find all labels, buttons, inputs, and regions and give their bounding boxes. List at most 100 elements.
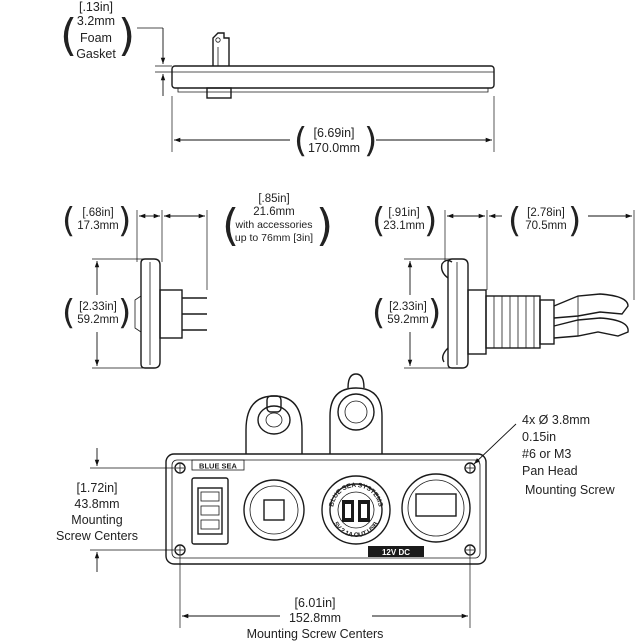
width-label-mm: 170.0mm xyxy=(308,141,360,155)
rocker-switch-bezel xyxy=(191,477,229,545)
left-depth-open-paren: ( xyxy=(62,201,75,241)
vertical-centers-line3: Mounting xyxy=(71,513,122,527)
horizontal-centers-label: Mounting Screw Centers xyxy=(247,627,384,641)
gasket-label-line1: [.13in] xyxy=(79,0,113,14)
accessory-note1: with accessories xyxy=(234,219,312,231)
gasket-label-line4: Gasket xyxy=(76,47,116,61)
left-depth-close-paren: ) xyxy=(118,201,131,241)
right-height-close-paren: ) xyxy=(428,293,441,333)
voltmeter-display xyxy=(415,493,457,517)
rocker-switch-segment-1 xyxy=(200,491,220,502)
screw-note-line3: #6 or M3 xyxy=(522,447,571,461)
rocker-switch xyxy=(197,487,223,535)
screw-note-leader xyxy=(473,423,517,465)
left-height-open-paren: ( xyxy=(62,293,75,333)
cap-strap-top xyxy=(440,259,453,279)
right-height-mm: 59.2mm xyxy=(387,314,429,326)
usb-charger-outer xyxy=(321,475,391,545)
front-panel xyxy=(165,453,487,565)
usb-port-1-inner xyxy=(345,504,351,518)
right-depth-open-paren: ( xyxy=(372,201,385,241)
socket-cap-left-top xyxy=(257,405,291,435)
right-length-in: [2.78in] xyxy=(527,207,565,219)
left-height-close-paren: ) xyxy=(118,293,131,333)
rocker-cap xyxy=(134,295,142,333)
accessory-mm: 21.6mm xyxy=(253,206,295,218)
horizontal-centers-in: [6.01in] xyxy=(294,596,335,610)
cap-tab-left xyxy=(266,395,282,413)
left-depth-in: [.68in] xyxy=(82,207,113,219)
spade-terminal xyxy=(212,32,230,66)
power-socket-outer xyxy=(243,479,305,541)
rocker-body xyxy=(159,289,183,339)
accessory-open-paren: ( xyxy=(222,200,239,251)
voltmeter-outer xyxy=(401,473,471,543)
vertical-centers-mm: 43.8mm xyxy=(74,497,119,511)
gasket-label-open-paren: ( xyxy=(60,10,77,61)
left-depth-mm: 17.3mm xyxy=(77,220,119,232)
mounting-screw-bottom-right xyxy=(464,544,476,556)
voltage-badge xyxy=(368,546,424,557)
socket-flange xyxy=(467,289,487,355)
width-label-in: [6.69in] xyxy=(313,126,354,140)
right-depth-mm: 23.1mm xyxy=(383,220,425,232)
horizontal-centers-mm: 152.8mm xyxy=(289,611,341,625)
socket-cap-right-inner xyxy=(344,400,368,424)
screw-note-line4: Pan Head xyxy=(522,464,578,478)
left-height-in: [2.33in] xyxy=(79,301,117,313)
front-panel-inner xyxy=(171,459,481,559)
right-height-in: [2.33in] xyxy=(389,301,427,313)
wire-lead-lower xyxy=(553,317,629,339)
left-profile-view: ( ) [.68in] 17.3mm ( ) [.85in] 21.6mm wi… xyxy=(62,193,333,369)
usb-charger-face xyxy=(337,491,375,529)
screw-note-line5: Mounting Screw xyxy=(525,483,616,497)
right-depth-in: [.91in] xyxy=(388,207,419,219)
left-height-mm: 59.2mm xyxy=(77,314,119,326)
right-profile-view: ( ) [.91in] 23.1mm ( ) [2.78in] 70.5mm (… xyxy=(372,201,635,369)
front-view: BLUE SEA BLUE SEA SYSTEMS 5V 2.1A OUT US… xyxy=(56,373,616,641)
panel-lip xyxy=(177,88,489,93)
power-socket-pin xyxy=(263,499,285,521)
socket-cap-left-inner xyxy=(265,412,283,428)
accessory-note2: up to 76mm [3in] xyxy=(235,232,313,244)
cap-tab-right xyxy=(347,373,365,389)
socket-cap-right-top xyxy=(337,393,375,431)
right-depth-close-paren: ) xyxy=(424,201,437,241)
voltmeter-inner xyxy=(407,479,465,537)
screw-note-line1: 4x Ø 3.8mm xyxy=(522,413,590,427)
rocker-switch-segment-2 xyxy=(200,505,220,516)
right-length-close-paren: ) xyxy=(568,201,581,241)
rocker-switch-segment-3 xyxy=(200,519,220,530)
mounting-screw-top-left xyxy=(174,462,186,474)
mounting-screw-bottom-left xyxy=(174,544,186,556)
right-panel-profile xyxy=(447,258,469,369)
terminal-hole xyxy=(215,37,221,43)
mounting-screw-top-right xyxy=(464,462,476,474)
socket-cap-right xyxy=(329,387,383,462)
power-socket-inner xyxy=(249,485,299,535)
brand-badge xyxy=(191,459,245,471)
wire-lead-upper xyxy=(553,293,629,319)
socket-nut xyxy=(539,299,555,345)
screw-note-line2: 0.15in xyxy=(522,430,556,444)
right-height-open-paren: ( xyxy=(372,293,385,333)
vertical-centers-in: [1.72in] xyxy=(76,481,117,495)
usb-charger-ring xyxy=(329,483,383,537)
vertical-centers-line4: Screw Centers xyxy=(56,529,138,543)
accessory-close-paren: ) xyxy=(316,200,333,251)
right-length-open-paren: ( xyxy=(508,201,521,241)
right-length-mm: 70.5mm xyxy=(525,220,567,232)
usb-port-2-inner xyxy=(361,504,367,518)
socket-threads xyxy=(493,296,535,348)
gasket-label-close-paren: ) xyxy=(118,10,135,61)
accessory-in: [.85in] xyxy=(258,193,289,205)
width-close-paren: ) xyxy=(364,121,377,161)
rear-boss xyxy=(206,87,232,99)
gasket-label-line2: 3.2mm xyxy=(77,14,115,28)
brand-text: BLUE SEA xyxy=(199,462,238,471)
cap-strap-bottom xyxy=(441,347,449,363)
width-open-paren: ( xyxy=(294,121,307,161)
left-panel-profile xyxy=(140,258,161,369)
gasket-label-line3: Foam xyxy=(80,31,112,45)
